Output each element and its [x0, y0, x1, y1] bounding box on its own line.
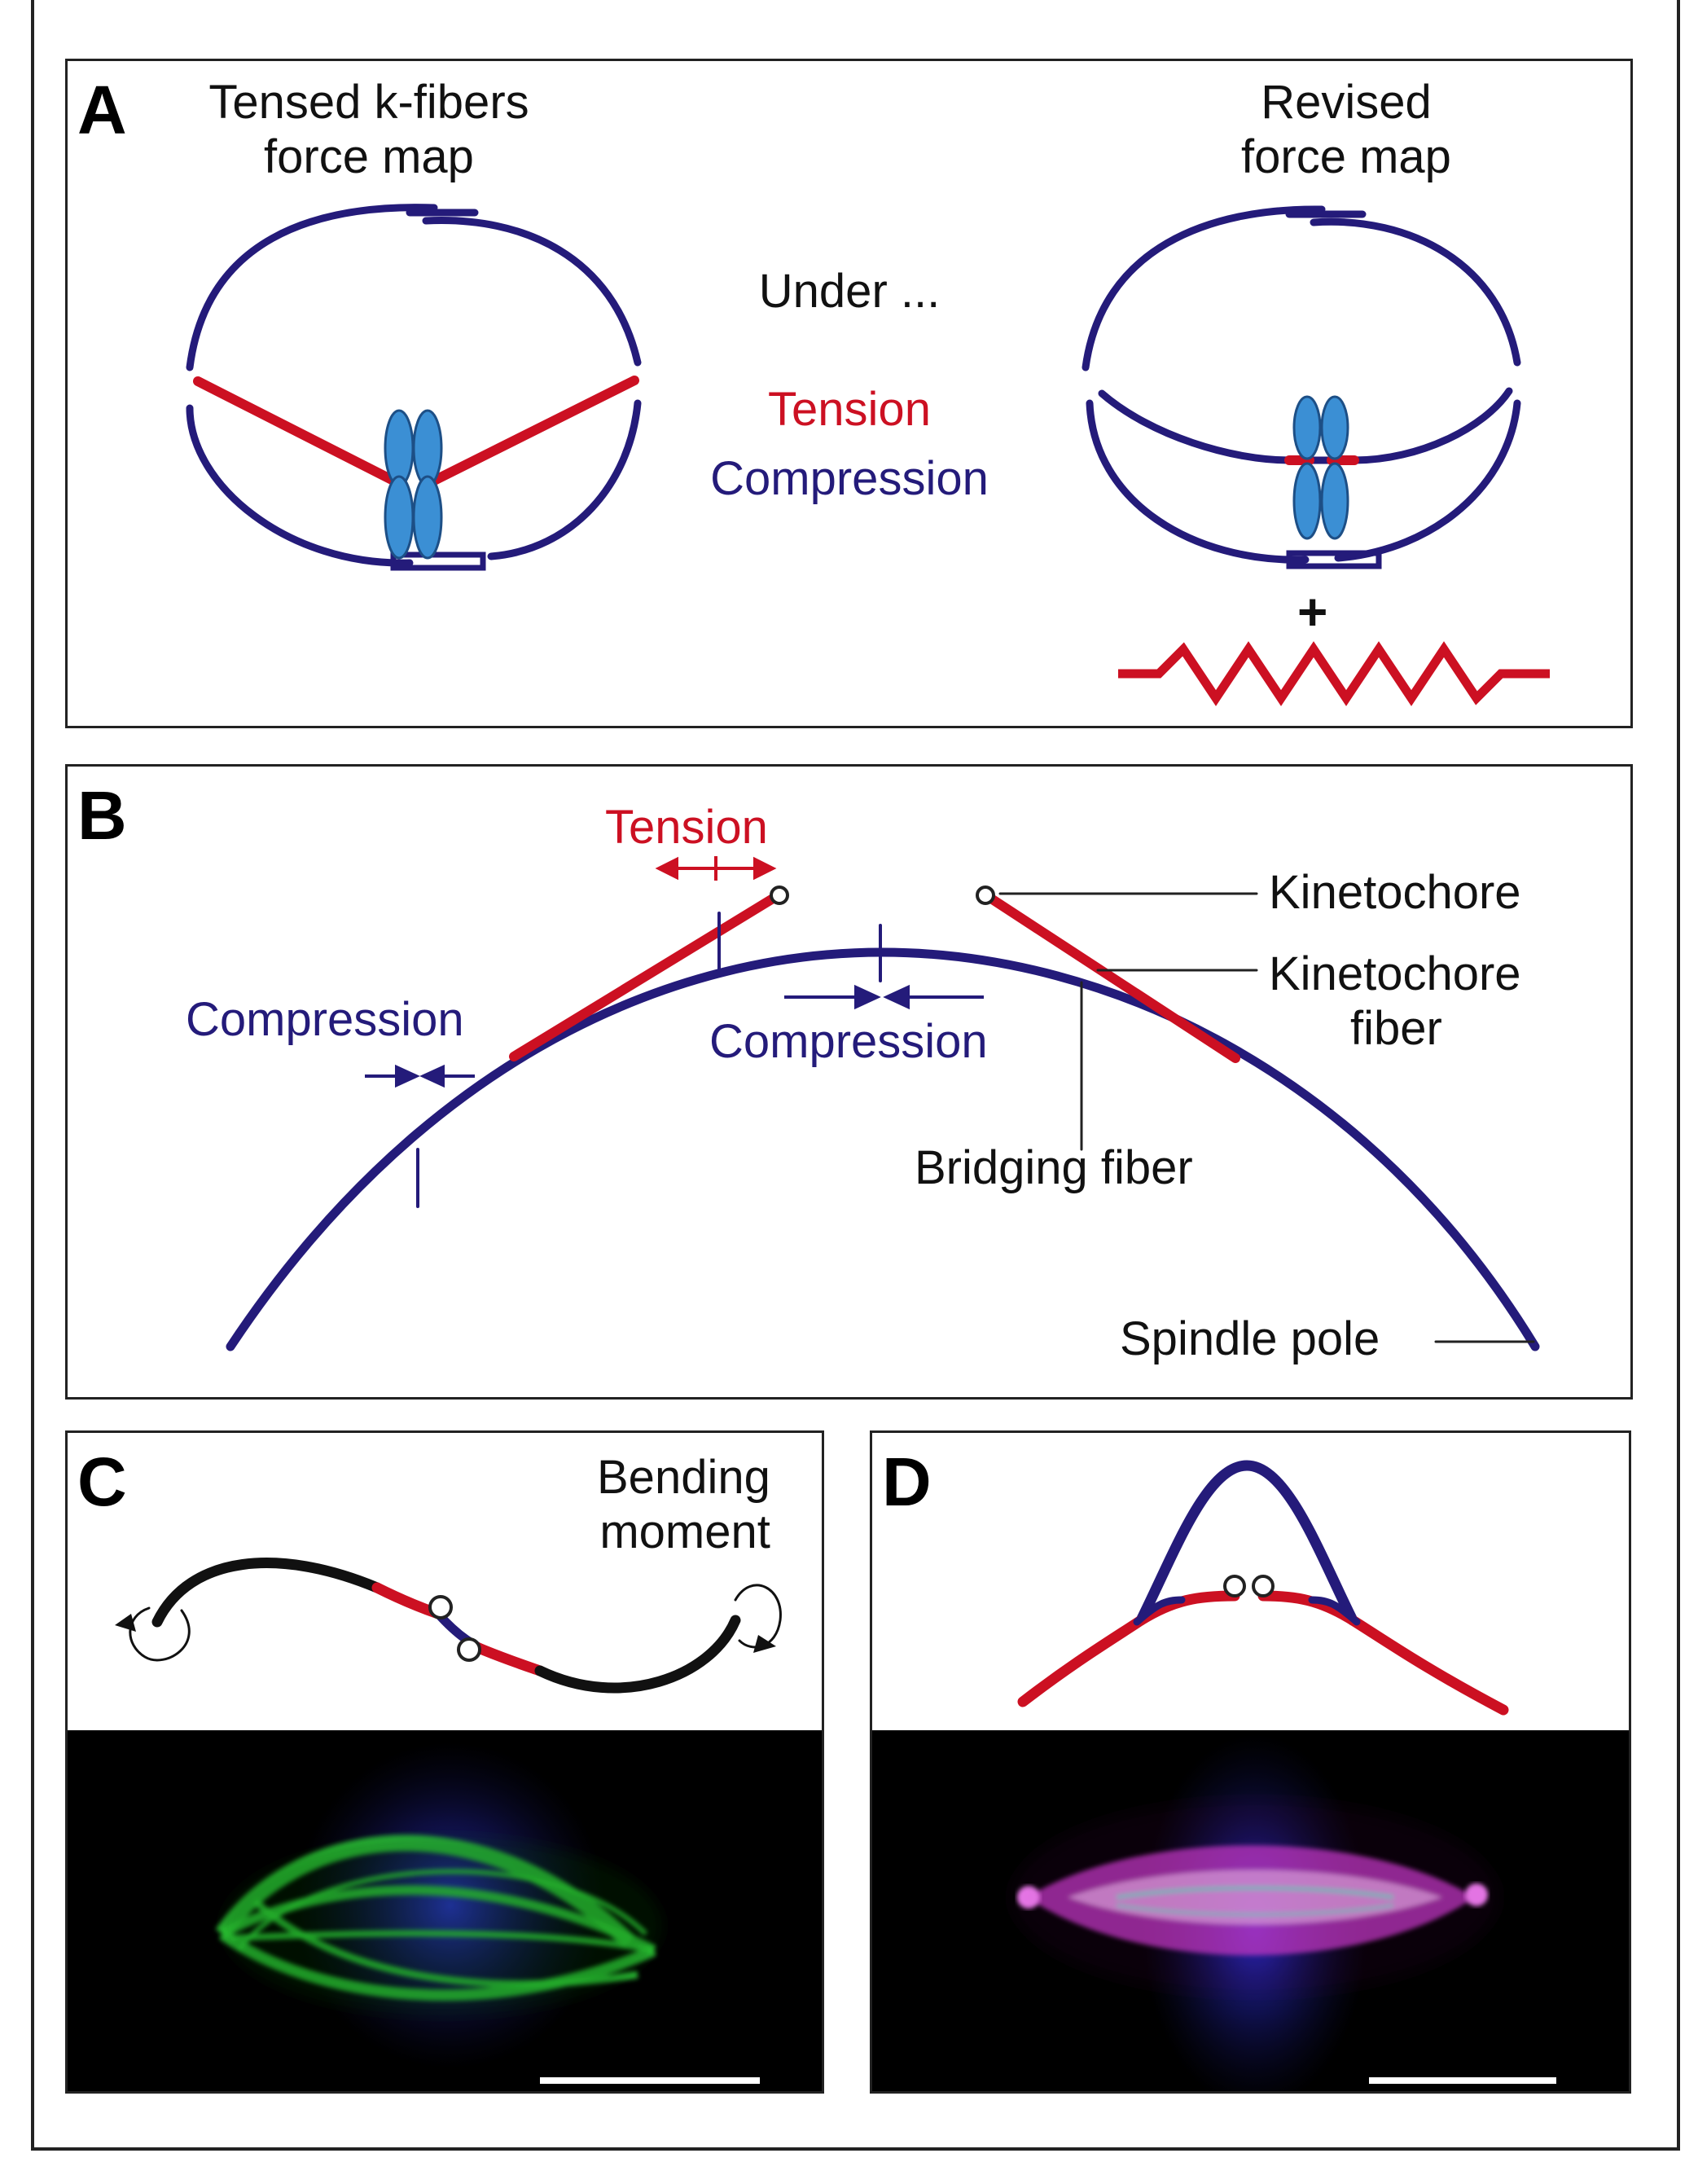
micrograph-c	[68, 1730, 822, 2091]
right-lower-arc-left	[1086, 399, 1310, 564]
panel-b: B Tension Compression Compression Kineto…	[65, 764, 1633, 1400]
compression-right-label: Compression	[709, 1015, 988, 1068]
right-bottom-overlap	[1286, 550, 1382, 569]
kinetochore-left-icon	[770, 885, 789, 905]
compression-left-label: Compression	[186, 993, 464, 1046]
legend-tension: Tension	[768, 383, 931, 436]
kfiber-right	[986, 894, 1240, 1063]
right-title: Revised force map	[1175, 76, 1517, 184]
panel-a-diagram	[186, 204, 1550, 706]
bridging-fiber-label: Bridging fiber	[915, 1141, 1193, 1194]
d-bridging-peak	[1135, 1460, 1358, 1626]
kf-line1: Kinetochore	[1269, 947, 1521, 1000]
right-upper-arc-right	[1310, 218, 1521, 367]
compression-arrows-left-icon	[365, 1064, 475, 1088]
scale-bar-c	[540, 2077, 760, 2084]
panel-c: C Bending moment	[65, 1430, 824, 2094]
kinetochore-fiber-label: Kinetochore fiber	[1269, 947, 1521, 1056]
arrowhead-left-icon	[115, 1614, 136, 1632]
d-navy-right	[1308, 1596, 1361, 1626]
left-upper-arc-left	[186, 204, 438, 371]
left-bottom-overlap	[390, 551, 486, 571]
bending-line2: moment	[599, 1505, 770, 1558]
spindle-pole-label: Spindle pole	[1120, 1312, 1380, 1365]
s-fiber-black-left	[151, 1558, 383, 1628]
left-kfiber-right	[421, 376, 639, 490]
panel-b-diagram	[226, 856, 1540, 1351]
legend-under: Under ...	[758, 265, 941, 318]
d-kfiber-left	[1017, 1590, 1240, 1707]
s-fiber-red-right	[469, 1641, 546, 1676]
bridging-fiber	[226, 947, 1540, 1351]
left-title-line2: force map	[264, 130, 474, 183]
bending-line1: Bending	[597, 1451, 770, 1504]
right-bridging-left	[1098, 389, 1293, 464]
kf-line2: fiber	[1350, 1001, 1442, 1055]
spring-icon	[1118, 641, 1550, 706]
right-chromosome	[1292, 395, 1349, 540]
legend-compression: Compression	[710, 452, 989, 505]
panel-d: D	[870, 1430, 1631, 2094]
kinetochore-c1-icon	[428, 1595, 453, 1619]
micrograph-d-svg	[1011, 1734, 1499, 2091]
left-title-line1: Tensed k-fibers	[208, 76, 529, 129]
right-title-line1: Revised	[1261, 76, 1432, 129]
left-spindle	[186, 204, 642, 571]
right-lower-arc-right	[1334, 399, 1521, 562]
scale-bar-d	[1369, 2077, 1556, 2084]
tension-arrows-icon	[655, 856, 777, 881]
right-title-line2: force map	[1241, 130, 1451, 183]
panel-a: A Tensed k-fibers force map Revised forc…	[65, 59, 1633, 728]
panel-c-diagram	[115, 1558, 782, 1694]
right-upper-arc-left	[1082, 205, 1326, 371]
d-kfiber-right	[1257, 1590, 1509, 1716]
kinetochore-right-icon	[976, 885, 995, 905]
d-navy-left	[1133, 1596, 1186, 1626]
kinetochore-d1-icon	[1223, 1575, 1246, 1597]
panel-b-label: B	[77, 777, 127, 854]
panel-a-label: A	[77, 72, 127, 148]
kinetochore-c2-icon	[457, 1637, 481, 1662]
figure-frame	[31, 0, 1680, 2151]
arrowhead-right-icon	[753, 1635, 776, 1653]
right-bridging-right	[1350, 387, 1513, 464]
left-title: Tensed k-fibers force map	[182, 76, 556, 184]
left-lower-arc-right	[487, 399, 642, 560]
left-upper-arc-right	[422, 217, 642, 367]
micrograph-c-svg	[215, 1742, 662, 2068]
micrograph-d	[872, 1730, 1629, 2091]
right-spindle	[1082, 205, 1521, 569]
plus-sign: +	[1297, 582, 1328, 641]
bending-moment-label: Bending moment	[597, 1451, 770, 1559]
kinetochore-label: Kinetochore	[1269, 866, 1521, 919]
kfiber-left	[509, 894, 778, 1061]
compression-arrows-top-icon	[784, 984, 984, 1010]
left-lower-arc-left	[186, 404, 414, 567]
s-fiber-black-right	[534, 1615, 741, 1694]
tension-label: Tension	[605, 801, 768, 854]
left-chromosome	[384, 409, 443, 560]
panel-c-label: C	[77, 1444, 127, 1520]
panel-d-diagram	[1017, 1460, 1509, 1716]
curl-arrow-right	[734, 1584, 782, 1649]
kinetochore-d2-icon	[1252, 1575, 1275, 1597]
panel-d-label: D	[882, 1444, 932, 1520]
left-kfiber-left	[193, 376, 406, 490]
